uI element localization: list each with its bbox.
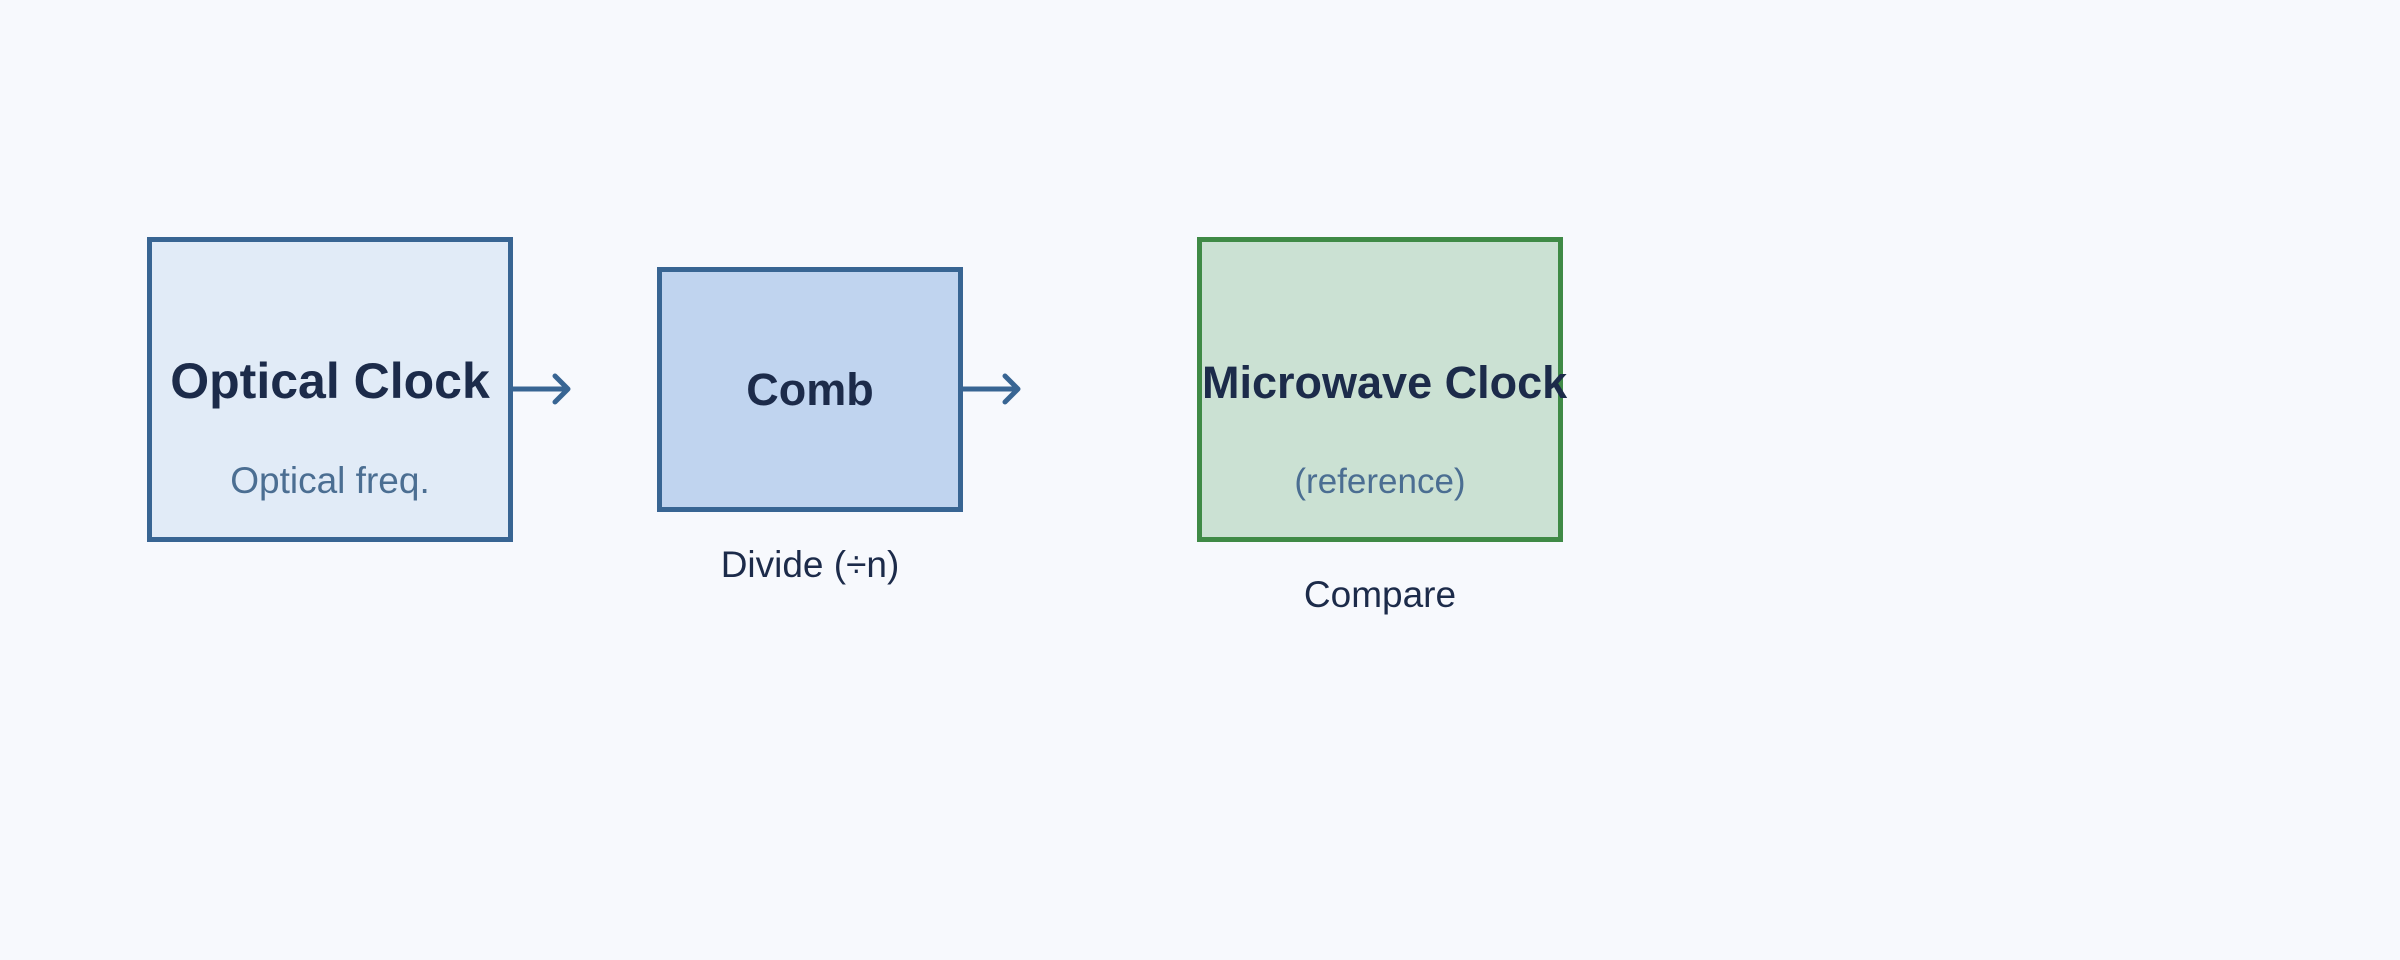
comb-title: Comb xyxy=(746,364,874,415)
optical-clock-subtitle: Optical freq. xyxy=(230,460,430,501)
optical-clock-box: Optical Clock Optical freq. xyxy=(147,237,513,542)
comb-caption: Divide (÷n) xyxy=(720,544,900,585)
comb-box: Comb xyxy=(657,267,963,512)
optical-clock-title: Optical Clock xyxy=(170,353,490,409)
microwave-clock-title: Microwave Clock xyxy=(1202,357,1568,408)
microwave-clock-box: Microwave Clock (reference) xyxy=(1197,237,1568,542)
arrow-comb-to-microwave xyxy=(960,373,1021,405)
arrow-optical-to-comb xyxy=(510,373,571,405)
microwave-clock-subtitle: (reference) xyxy=(1294,462,1466,501)
microwave-clock-caption: Compare xyxy=(1303,574,1457,615)
